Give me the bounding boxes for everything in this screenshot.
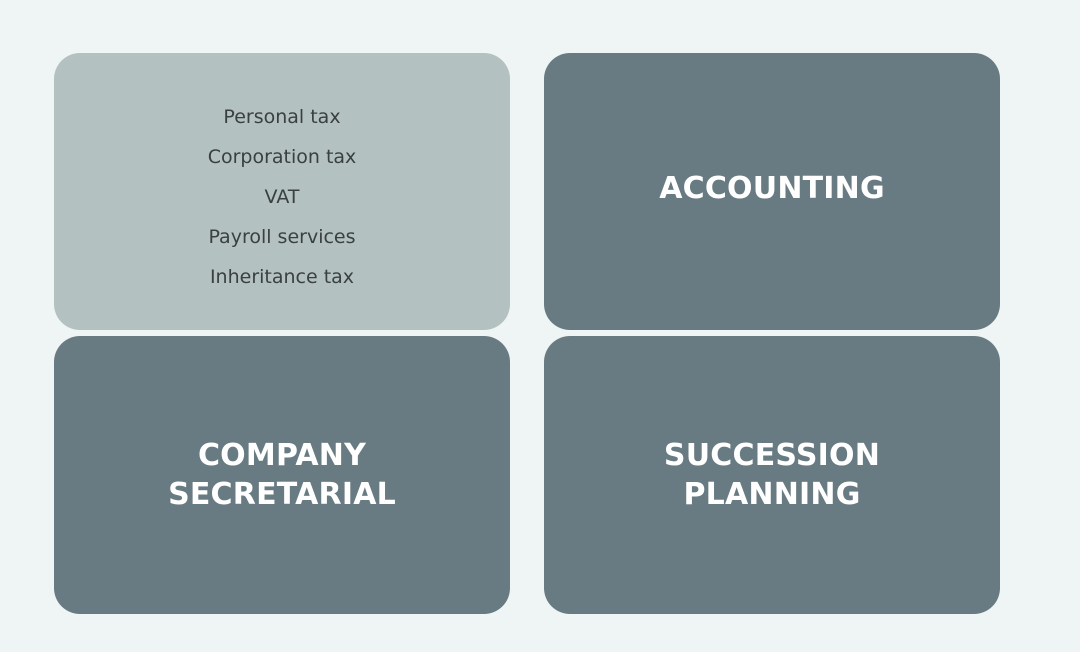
accounting-tile[interactable]: ACCOUNTING — [544, 53, 1000, 330]
company-secretarial-title-line1: COMPANY — [197, 438, 367, 473]
company-secretarial-tile[interactable]: COMPANY SECRETARIAL — [54, 336, 510, 614]
list-item-corporation-tax[interactable]: Corporation tax — [207, 146, 357, 168]
list-item-personal-tax[interactable]: Personal tax — [223, 106, 341, 128]
list-item-payroll-services[interactable]: Payroll services — [208, 226, 356, 248]
list-item-vat[interactable]: VAT — [264, 186, 300, 208]
succession-planning-tile[interactable]: SUCCESSION PLANNING — [544, 336, 1000, 614]
tax-services-list: Personal tax Corporation tax VAT Payroll… — [208, 97, 357, 297]
company-secretarial-title-line2: SECRETARIAL — [168, 477, 396, 512]
list-item-inheritance-tax[interactable]: Inheritance tax — [209, 266, 355, 288]
tax-services-tile[interactable]: Personal tax Corporation tax VAT Payroll… — [54, 53, 510, 330]
succession-planning-title-line1: SUCCESSION — [663, 438, 881, 473]
accounting-title: ACCOUNTING — [659, 171, 885, 206]
succession-planning-title-line2: PLANNING — [683, 477, 861, 512]
